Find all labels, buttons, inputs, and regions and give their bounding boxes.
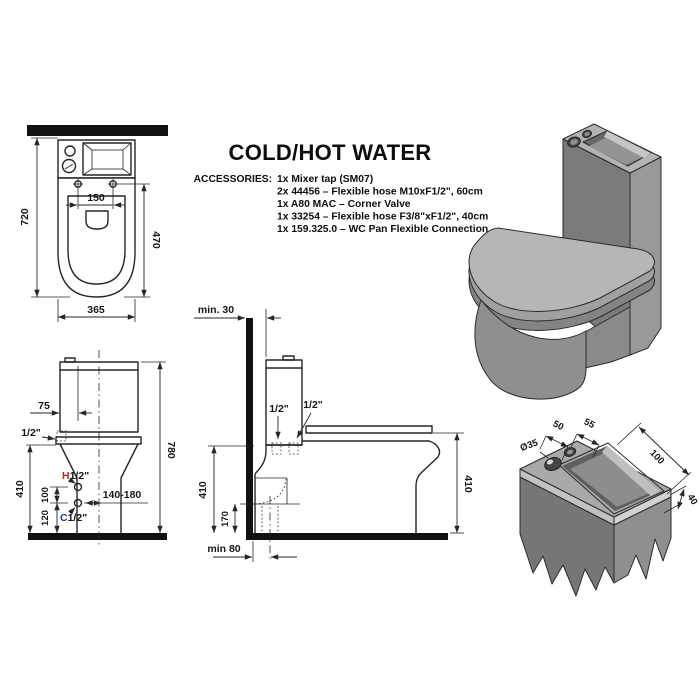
plan-bolt-holes [73,179,118,189]
plan-depth-label: 720 [19,208,31,226]
accessories-label: ACCESSORIES: [194,174,272,185]
svg-text:55: 55 [582,416,597,431]
svg-text:410: 410 [462,475,474,493]
accessory-item: 1x A80 MAC – Corner Valve [277,199,411,210]
side-dim-410-front: 410 [433,432,474,534]
plan-wall [27,125,168,136]
side-dim-170: 170 [220,503,300,533]
title-block: COLD/HOT WATER ACCESSORIES: 1x Mixer tap… [194,140,489,235]
front-cold-hole [73,498,83,508]
side-floor-min-label: min 80 [207,543,240,555]
front-rim-height-label: 410 [14,480,26,498]
front-dim-120: 120 [40,503,60,533]
front-pedestal-left [59,443,78,534]
detail-basin [558,442,665,515]
side-trap-hidden [252,477,288,562]
side-inlet-stub-b [288,442,299,455]
front-dim-inlet: 1/2" [21,427,56,441]
svg-text:1/2": 1/2" [303,399,323,411]
front-inlet-stub [56,430,67,442]
front-dim-75: 75 [30,366,92,421]
plan-seat-opening [67,195,126,285]
accessory-item: 1x 33254 – Flexible hose F3/8"xF1/2", 40… [277,212,488,223]
iso-seat-lid [468,227,655,312]
front-total-height-label: 780 [165,441,177,459]
svg-text:170: 170 [220,511,231,527]
accessory-item: 1x 159.325.0 – WC Pan Flexible Connectio… [277,224,488,235]
side-dim-wall-gap: min. 30 [194,304,281,357]
plan-dim-365: 365 [57,299,136,322]
front-hot-hole [73,482,83,492]
front-tap-offset-label: 75 [38,400,50,412]
plan-holes-label: 150 [87,192,105,204]
side-wall-min-label: min. 30 [198,304,234,316]
front-pedestal-right [120,443,139,534]
front-hot-label: H1/2" [62,470,89,484]
plan-width-label: 365 [87,304,105,316]
front-cold-label: C1/2" [60,507,87,524]
detail-mixer-tap [544,447,577,472]
svg-text:1/2": 1/2" [269,403,289,415]
page-title: COLD/HOT WATER [229,140,432,165]
iso-pedestal [474,299,587,400]
front-floor [28,533,167,540]
plan-dim-720: 720 [19,137,70,298]
svg-text:410: 410 [197,481,209,499]
front-view: H1/2" C1/2" 75 1/2" 410 100 [14,350,177,548]
plan-dim-150: 150 [66,189,125,209]
side-inlet-a: 1/2" [269,403,289,439]
side-wall [246,318,253,540]
plan-seat-label: 470 [150,231,162,249]
front-hot-spacing-label: 100 [40,487,51,503]
accessory-item: 1x Mixer tap (SM07) [277,174,373,185]
iso-detail: Ø35 50 55 100 40 [519,416,700,597]
side-bowl-back [254,444,267,534]
svg-text:40: 40 [685,492,700,507]
plan-dim-470: 470 [117,183,162,298]
side-dim-floor-gap: min 80 [207,543,297,560]
side-seat [305,425,433,434]
front-cold-height-label: 120 [40,510,51,526]
front-dim-410: 410 [14,444,56,533]
accessory-item: 2x 44456 – Flexible hose M10xF1/2", 60cm [277,187,483,198]
svg-text:C1/2": C1/2" [60,512,87,524]
front-inlet-label: 1/2" [21,427,41,439]
side-floor [246,533,448,540]
iso-basin [582,130,652,167]
plan-pan-outline [57,177,136,298]
iso-mixer-tap [567,129,592,148]
front-offset-range-label: 140-180 [103,489,142,501]
front-dim-100: 100 [40,486,68,504]
side-lid-button [282,355,295,361]
front-lid-button [64,357,76,363]
front-dim-range: 140-180 [84,489,148,506]
side-inlet-b: 1/2" [296,399,323,439]
plan-basin [82,142,132,176]
side-bowl-front [415,440,441,534]
svg-text:H1/2": H1/2" [62,470,89,482]
plan-drain [85,210,109,230]
svg-text:50: 50 [551,418,565,433]
side-dim-410-back: 410 [197,445,254,533]
iso-toilet [468,123,662,400]
detail-dim-50: 50 [539,418,569,461]
side-cistern [265,359,303,446]
detail-dim-40: 40 [663,485,700,514]
front-rim [55,436,142,445]
side-view: min. 30 1/2" 1/2" 410 170 min 80 [194,304,474,562]
svg-text:Ø35: Ø35 [519,437,540,454]
plan-mixer-tap [61,145,77,174]
front-dim-780: 780 [141,361,177,533]
plan-view: 720 150 470 365 [19,125,168,322]
side-inlet-stub-a [271,442,282,455]
